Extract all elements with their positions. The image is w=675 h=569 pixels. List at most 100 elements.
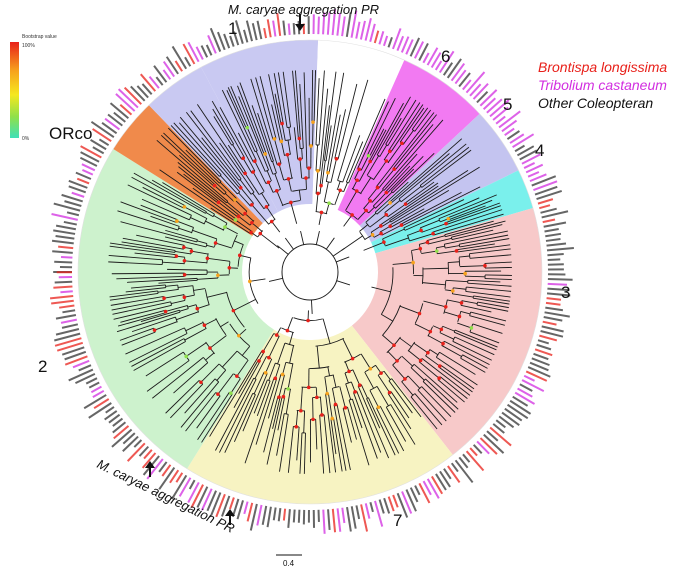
leaf-label [136, 85, 149, 99]
tree-branch [387, 351, 398, 362]
tree-branch [439, 332, 454, 340]
tree-branch [389, 138, 463, 203]
tree-branch [469, 315, 505, 326]
tree-branch [237, 85, 265, 155]
tree-branch [264, 153, 274, 175]
leaf-label [243, 501, 249, 515]
tree-branch [134, 252, 177, 259]
tree-branch [345, 141, 364, 183]
tree-branch [357, 210, 367, 220]
leaf-label [49, 295, 74, 300]
leaf-label [174, 60, 183, 72]
tree-branch [173, 122, 222, 176]
tree-branch [251, 105, 273, 162]
leaf-label [297, 509, 301, 523]
bootstrap-node [426, 350, 430, 355]
leaf-label [171, 45, 188, 70]
leaf-label [396, 492, 409, 518]
leaf-label [401, 491, 413, 514]
leaf-label [529, 173, 547, 183]
leaf-label [263, 27, 267, 39]
leaf-label [392, 494, 399, 508]
tree-branch [287, 139, 291, 155]
leaf-label [64, 355, 88, 366]
tree-branch [271, 104, 281, 142]
tree-branch [407, 375, 421, 389]
tree-branch [437, 379, 465, 403]
bootstrap-node [375, 185, 380, 190]
bootstrap-node [267, 355, 271, 360]
leaf-label [533, 180, 558, 191]
leaf-label [465, 450, 485, 472]
tree-branch [429, 349, 439, 356]
leaf-label [413, 41, 425, 59]
bootstrap-node [368, 199, 372, 203]
tree-branch [404, 181, 435, 204]
tree-branch [240, 187, 254, 204]
leaf-label [111, 428, 133, 448]
leaf-label [148, 76, 160, 89]
leaf-label [431, 475, 444, 495]
leaf-label [336, 508, 342, 532]
tree-branch [409, 233, 434, 242]
tree-branch [281, 123, 286, 141]
leaf-label [292, 509, 296, 523]
tree-branch [444, 230, 508, 245]
tree-branch [165, 284, 178, 287]
tree-branch [467, 282, 512, 287]
bootstrap-node [320, 413, 324, 417]
tree-branch [209, 335, 227, 349]
leaf-label [277, 508, 282, 522]
tree-branch [211, 100, 245, 158]
bootstrap-node [223, 225, 227, 229]
tree-branch [324, 71, 337, 161]
bootstrap-node [285, 328, 290, 333]
tree-branch [190, 217, 205, 225]
tree-branch [109, 292, 159, 301]
leaf-label [71, 191, 85, 198]
tree-branch [444, 340, 490, 366]
leaf-label [509, 399, 532, 415]
tree-branch [357, 101, 389, 169]
tree-branch [239, 179, 252, 195]
tree-branch [384, 200, 401, 214]
tree-branch [453, 287, 467, 290]
bootstrap-node [439, 327, 444, 332]
leaf-label [139, 73, 157, 92]
tree-branch [197, 304, 210, 309]
leaf-label [59, 304, 75, 309]
tree-branch [192, 187, 237, 220]
leaf-label [450, 62, 466, 82]
leaf-label [182, 43, 196, 65]
tree-branch [255, 77, 274, 140]
leaf-label [523, 374, 535, 382]
tree-branch [365, 212, 377, 223]
tree-branch [319, 415, 325, 474]
leaf-label [546, 242, 567, 247]
tree-branch [201, 137, 242, 188]
bootstrap-node [274, 189, 279, 193]
leaf-label [68, 368, 94, 382]
tree-branch [315, 193, 319, 212]
bootstrap-node [388, 224, 392, 229]
leaf-label [266, 19, 272, 38]
leaf-label [90, 120, 115, 139]
tree-branch [484, 278, 512, 281]
bootstrap-node [216, 392, 220, 396]
leaf-label [51, 299, 74, 305]
tree-branch [251, 222, 263, 232]
leaf-label [405, 39, 414, 55]
tree-branch [334, 109, 346, 159]
bootstrap-node [175, 219, 179, 223]
tree-branch [197, 277, 219, 280]
leaf-label [187, 481, 200, 503]
tree-branch [177, 285, 193, 288]
tree-branch [411, 107, 429, 130]
tree-branch [224, 226, 238, 235]
tree-branch [244, 377, 275, 464]
tree-branch [274, 364, 281, 379]
bootstrap-node [417, 311, 422, 316]
tree-branch [392, 262, 414, 265]
tree-branch [276, 190, 284, 206]
tree-branch [343, 182, 348, 192]
